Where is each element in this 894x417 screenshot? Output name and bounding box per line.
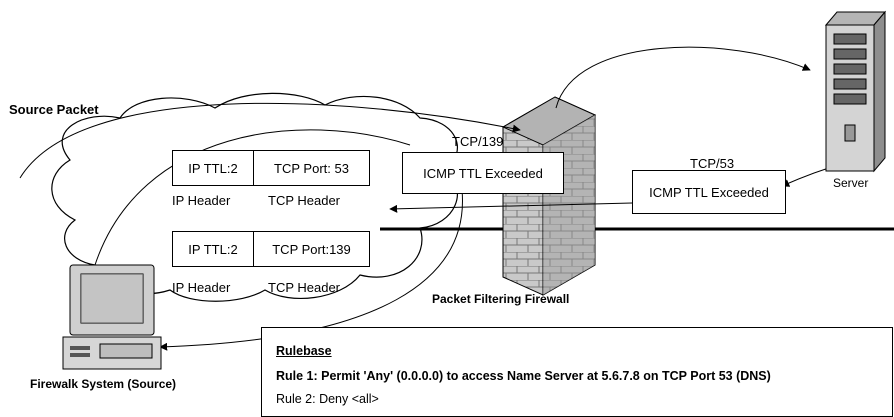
packet-1-ip-header-label: IP Header: [172, 193, 231, 208]
packet-2-tcp-header-label: TCP Header: [268, 280, 341, 295]
packet-1: IP TTL:2 TCP Port: 53: [172, 150, 370, 186]
icmp-to-firewalk-arrow: [159, 189, 463, 351]
firewall-to-server-arrow: [555, 46, 811, 109]
rule-1: Rule 1: Permit 'Any' (0.0.0.0) to access…: [276, 369, 771, 383]
icmp-1-protocol: TCP/139: [452, 134, 504, 149]
packet-1-port: TCP Port: 53: [274, 160, 349, 176]
firewall-label: Packet Filtering Firewall: [432, 292, 570, 306]
icmp-2-protocol: TCP/53: [690, 156, 735, 171]
icmp-1-box: ICMP TTL Exceeded: [402, 152, 564, 194]
server-icon: [824, 10, 887, 173]
icmp-1-text: ICMP TTL Exceeded: [423, 165, 543, 181]
icmp-return-arrow: [389, 202, 633, 213]
packet-2: IP TTL:2 TCP Port:139: [172, 231, 370, 267]
packet-2-ttl: IP TTL:2: [173, 232, 254, 266]
packet-2-ip-header-label: IP Header: [172, 280, 231, 295]
packet-1-tcp-header-label: TCP Header: [268, 193, 341, 208]
probe-to-firewall-arrow: [19, 102, 521, 179]
firewalk-to-probe-arrow: [94, 129, 411, 266]
rulebase-title: Rulebase: [276, 344, 332, 358]
packet-2-port: TCP Port:139: [272, 241, 351, 257]
rulebase-panel: Rulebase Rule 1: Permit 'Any' (0.0.0.0) …: [261, 327, 893, 417]
server-label: Server: [833, 176, 869, 190]
firewall-wall: [501, 96, 597, 296]
packet-1-ttl: IP TTL:2: [173, 151, 254, 185]
rule-2: Rule 2: Deny <all>: [276, 392, 379, 406]
icmp-2-box: ICMP TTL Exceeded: [632, 170, 786, 214]
source-packet-label: Source Packet: [9, 102, 99, 117]
icmp-2-text: ICMP TTL Exceeded: [649, 184, 769, 200]
firewalk-system-label: Firewalk System (Source): [30, 377, 177, 391]
firewalk-computer-icon: [62, 264, 162, 370]
